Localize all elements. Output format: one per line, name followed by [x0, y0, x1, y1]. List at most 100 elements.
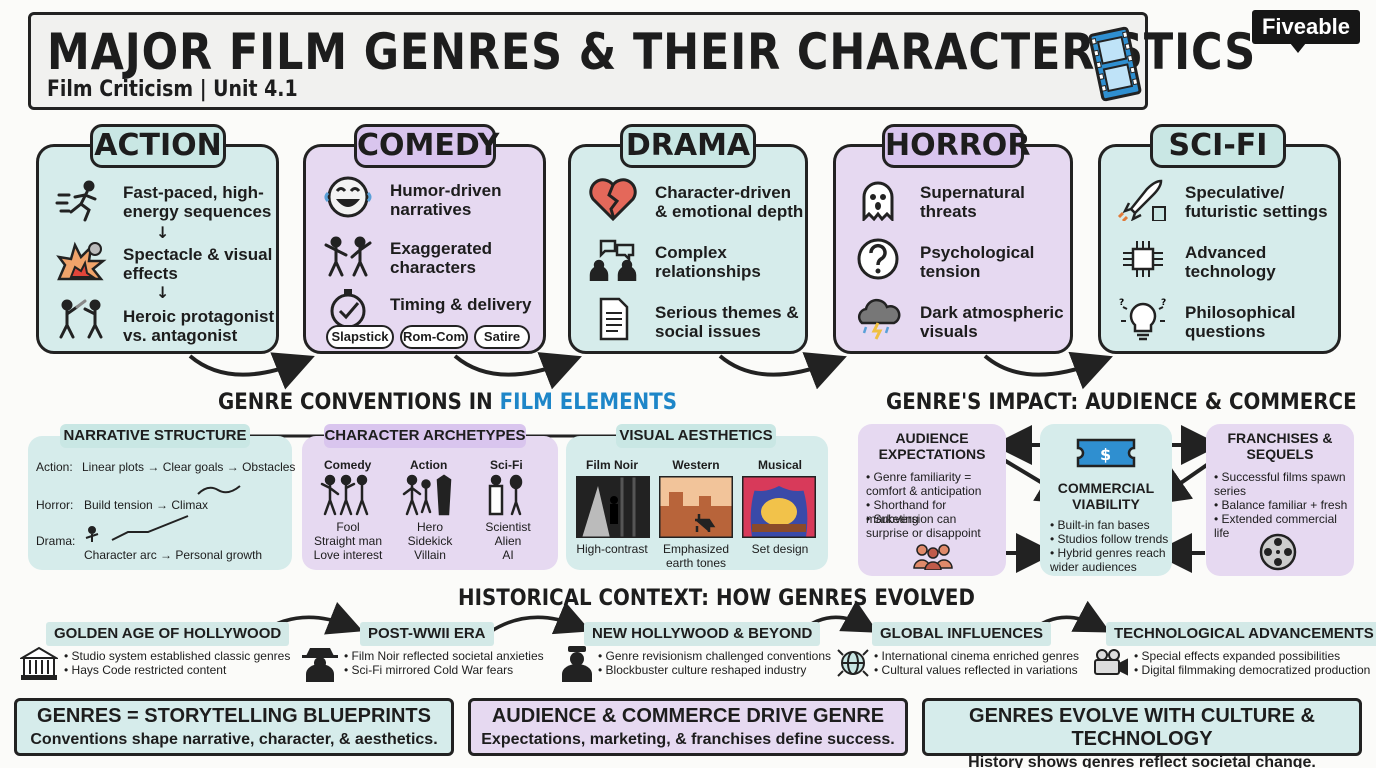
horror-item-1: Supernatural threats [920, 183, 1025, 221]
audience-bullet: • Genre familiarity = comfort & anticipa… [866, 470, 982, 498]
svg-text:?: ? [1161, 298, 1166, 308]
audience-bullet: • Shorthand for marketing [866, 498, 947, 526]
drama-item-2: Complex relationships [655, 243, 761, 281]
film-strip-icon [1088, 26, 1142, 102]
studio-building-icon [20, 646, 58, 680]
era-bullet: • Cultural values reflected in variation… [874, 663, 1078, 677]
archetype-role: Hero [416, 520, 443, 534]
era-new-hollywood-title: NEW HOLLYWOOD & BEYOND [584, 622, 821, 646]
archetype-role: Love interest [313, 548, 383, 562]
sci-fi-item-3: Philosophical questions [1185, 303, 1296, 341]
commercial-bullet: • Built-in fan bases [1050, 518, 1150, 532]
horror-item-2: Psychological tension [920, 243, 1035, 281]
audience-bullet: • Subversion can surprise or disappoint [866, 512, 981, 540]
takeaway-text: History shows genres reflect societal ch… [968, 754, 1316, 768]
tag-satire: Satire [474, 325, 530, 349]
genre-title-drama: DRAMA [620, 124, 756, 168]
era-bullet: • Special effects expanded possibilities [1134, 649, 1341, 663]
action-item-1: Fast-paced, high-energy sequences [123, 183, 272, 221]
era-bullet: • Hays Code restricted content [64, 663, 227, 677]
era-bullet-text: Sci-Fi mirrored Cold War fears [351, 663, 514, 677]
era-bullet: • Sci-Fi mirrored Cold War fears [344, 663, 514, 677]
narrative-row-text: Linear plots → Clear goals → Obstacles [82, 460, 296, 474]
visual-col-film-noir: Film Noir [585, 458, 638, 472]
archetype-role: Sidekick [407, 534, 453, 548]
era-golden-age-title: GOLDEN AGE OF HOLLYWOOD [46, 622, 290, 646]
conversation-icon [589, 239, 637, 281]
tag-rom-com: Rom-Com [400, 325, 468, 349]
camera-icon [1094, 649, 1128, 676]
genre-card-horror: Supernatural threats Psychological tensi… [833, 144, 1073, 354]
ghost-icon [862, 181, 894, 221]
era-technological-title: TECHNOLOGICAL ADVANCEMENTS [1106, 622, 1376, 646]
narrative-row-text: Character arc → Personal growth [84, 548, 263, 562]
conventions-title-b: FILM ELEMENTS [499, 390, 677, 415]
question-mark-icon [857, 238, 899, 280]
action-item-2: Spectacle & visual effects [123, 245, 273, 283]
era-bullet: • Blockbuster culture reshaped industry [598, 663, 807, 677]
laughing-face-icon [324, 176, 372, 218]
visual-caption: Set design [751, 542, 809, 556]
genre-card-comedy: Humor-driven narratives Exaggerated char… [303, 144, 546, 354]
conventions-title-a: GENRE CONVENTIONS IN [218, 390, 500, 415]
flow-arrow-icon: ↓ [156, 283, 170, 302]
era-bullet-text: Hays Code restricted content [71, 663, 227, 677]
archetype-role: Fool [336, 520, 360, 534]
storm-cloud-icon [857, 298, 901, 340]
takeaway-text: Conventions shape narrative, character, … [30, 731, 438, 748]
era-bullet-text: Digital filmmaking democratized producti… [1141, 663, 1371, 677]
takeaway-text: Expectations, marketing, & franchises de… [481, 731, 895, 748]
conventions-title: GENRE CONVENTIONS IN FILM ELEMENTS [218, 390, 677, 415]
visual-col-western: Western [672, 458, 720, 472]
visual-aesthetics-panel: Film Noir Western Musical High-contrast … [566, 436, 828, 570]
audience-expectations-panel: AUDIENCE EXPECTATIONS • Genre familiarit… [858, 424, 1006, 576]
franchise-bullet-text: Balance familiar + fresh [1221, 498, 1348, 512]
genre-title-horror: HORROR [882, 124, 1030, 168]
flow-arrow-icon: ↓ [156, 223, 170, 242]
era-bullet: • Genre revisionism challenged conventio… [598, 649, 832, 663]
musical-thumbnail [742, 476, 816, 538]
archetype-role: Alien [494, 534, 522, 548]
commercial-bullet: • Studios follow trends [1050, 532, 1169, 546]
era-post-wwii-title: POST-WWII ERA [360, 622, 494, 646]
globe-icon [837, 649, 869, 677]
franchises-sequels-title: FRANCHISES & SEQUELS [1227, 430, 1333, 462]
narrative-row-text: Build tension → Climax [84, 498, 209, 512]
takeaway-audience: AUDIENCE & COMMERCE DRIVE GENRE Expectat… [468, 698, 908, 756]
sci-fi-item-2: Advanced technology [1185, 243, 1276, 281]
visual-aesthetics-title: VISUAL AESTHETICS [616, 424, 776, 448]
era-bullet: • Film Noir reflected societal anxieties [344, 649, 544, 663]
character-archetypes-panel: Comedy Action Sci-Fi Fool Straight man L… [302, 436, 558, 570]
archetype-role: AI [502, 548, 514, 562]
svg-text:$: $ [1100, 445, 1111, 464]
comedy-item-3: Timing & delivery [390, 295, 532, 314]
page-title: MAJOR FILM GENRES & THEIR CHARACTERISTIC… [47, 23, 1257, 81]
detective-icon [302, 648, 338, 682]
director-icon [562, 646, 592, 682]
comedy-item-1: Humor-driven narratives [390, 181, 502, 219]
era-bullet: • Digital filmmaking democratized produc… [1134, 663, 1371, 677]
fighting-figures-icon [59, 299, 103, 339]
era-bullet: • Studio system established classic genr… [64, 649, 291, 663]
lightbulb-icon: ?? [1119, 298, 1166, 341]
history-title: HISTORICAL CONTEXT: HOW GENRES EVOLVED [458, 586, 975, 611]
archetype-col-comedy: Comedy [324, 458, 372, 472]
audience-bullet-text: Shorthand for marketing [866, 498, 947, 526]
takeaway-evolution: GENRES EVOLVE WITH CULTURE & TECHNOLOGY … [922, 698, 1362, 768]
narrative-row-label: Action: [36, 460, 73, 474]
era-bullet-text: Studio system established classic genres [71, 649, 291, 663]
era-bullet-text: Special effects expanded possibilities [1141, 649, 1341, 663]
franchise-bullet-text: Successful films spawn series [1214, 470, 1346, 498]
era-bullet-text: Film Noir reflected societal anxieties [351, 649, 544, 663]
genre-title-action: ACTION [90, 124, 226, 168]
film-noir-thumbnail [576, 476, 650, 538]
audience-bullet-text: Genre familiarity = comfort & anticipati… [866, 470, 982, 498]
genre-title-sci-fi: SCI-FI [1150, 124, 1286, 168]
audience-bullet-text: Subversion can surprise or disappoint [866, 512, 981, 540]
era-bullet-text: Genre revisionism challenged conventions [605, 649, 832, 663]
broken-heart-icon [589, 178, 637, 221]
fiveable-logo[interactable]: Fiveable [1252, 10, 1360, 53]
takeaway-title: GENRES EVOLVE WITH CULTURE & TECHNOLOGY [969, 705, 1315, 750]
commercial-bullet-text: Hybrid genres reach wider audiences [1050, 546, 1166, 574]
franchises-sequels-panel: FRANCHISES & SEQUELS • Successful films … [1206, 424, 1354, 576]
